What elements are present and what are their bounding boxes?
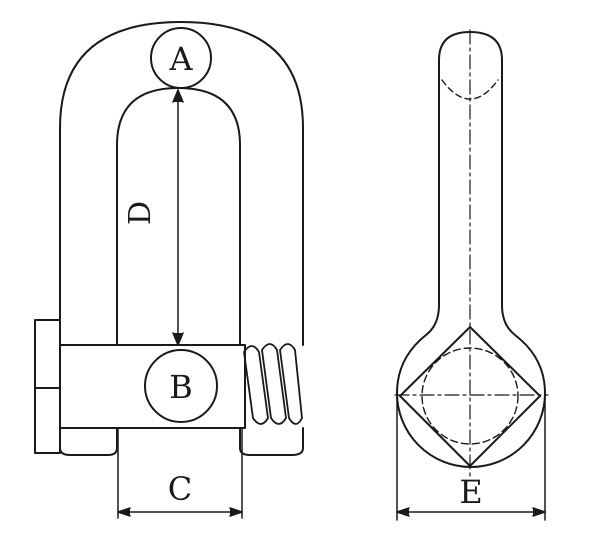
dimension-e [396,394,546,521]
side-view: E [394,29,549,521]
label-c: C [168,470,192,508]
dimension-c [117,427,243,519]
label-a: A [168,40,193,78]
pin-head-upper [34,319,61,389]
circle-b [144,349,218,423]
pin-thread [243,343,303,425]
side-diamond [399,326,541,467]
left-eye-bottom [59,427,118,456]
label-e: E [459,473,482,511]
dimension-d [172,89,184,346]
bow-outer [59,21,304,346]
front-view: D A B C [34,21,304,519]
circle-a [150,27,212,89]
right-eye-bottom [239,427,304,456]
pin-head-lower [34,387,61,454]
side-pin-circle [421,347,519,445]
side-body-outline [396,31,546,468]
label-d: D [123,201,158,225]
label-b: B [169,368,193,406]
